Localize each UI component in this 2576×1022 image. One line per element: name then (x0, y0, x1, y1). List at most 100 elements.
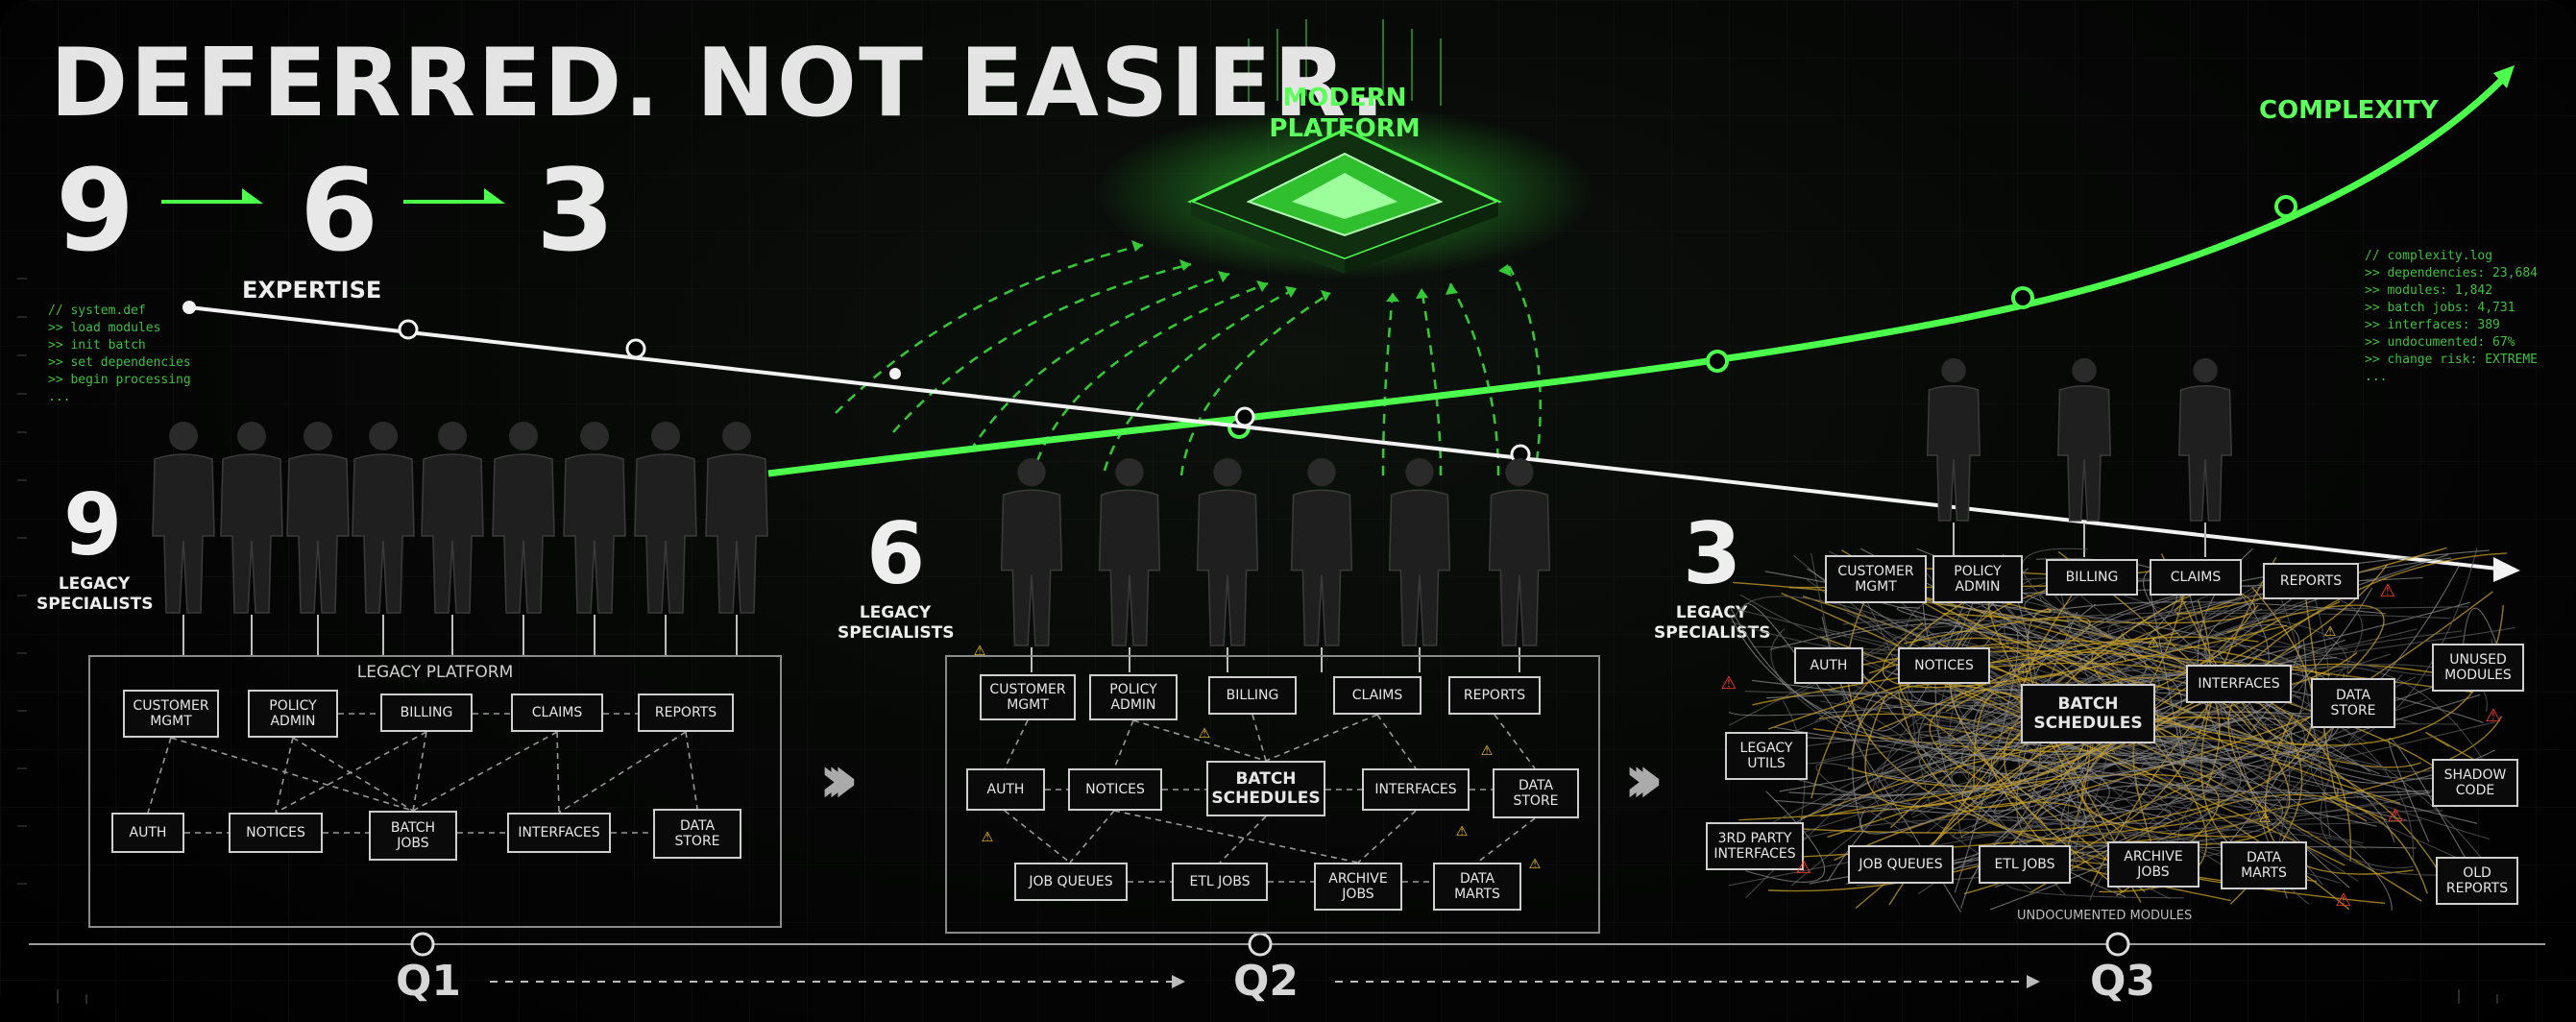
q3-module-policy-admin: POLICY ADMIN (1932, 555, 2023, 603)
dependency-line (147, 737, 172, 814)
tangled-dependency-line (1729, 614, 2351, 765)
dependency-line (1357, 810, 1417, 864)
dependency-line (275, 737, 294, 814)
q3-module-legacy-utils: LEGACY UTILS (1725, 732, 1808, 780)
q2-module-etl-jobs: ETL JOBS (1172, 863, 1268, 901)
log-line: // system.def (48, 304, 146, 318)
tangled-dependency-line (2089, 698, 2427, 901)
person-silhouette (1196, 457, 1259, 646)
log-line: >> undocumented: 67% (2365, 335, 2515, 350)
q1-legacy-platform: LEGACY PLATFORM (88, 655, 782, 928)
expertise-label: EXPERTISE (242, 277, 382, 304)
tangled-dependency-line (1968, 606, 2469, 645)
person-silhouette (1927, 357, 1981, 522)
sequence-num-3: 3 (536, 144, 616, 277)
tangled-dependency-line (1745, 791, 1826, 883)
q2-module-interfaces: INTERFACES (1362, 768, 1470, 811)
q2-module-billing: BILLING (1208, 676, 1297, 715)
dependency-line (412, 731, 427, 812)
person-silhouette (152, 422, 215, 614)
q1-module-data-store: DATA STORE (653, 809, 741, 859)
log-line: ... (2365, 370, 2388, 384)
q2-module-job-queues: JOB QUEUES (1014, 863, 1128, 901)
dependency-line (292, 737, 414, 812)
dependency-line (558, 731, 687, 814)
q1-module-claims: CLAIMS (511, 694, 603, 732)
dependency-line (275, 731, 427, 814)
dependency-line (1265, 714, 1378, 762)
dependency-line (1069, 810, 1115, 864)
person-silhouette (1290, 457, 1353, 646)
warning-icon: ⚠ (982, 823, 994, 846)
q3-module-etl-jobs: ETL JOBS (1979, 845, 2071, 884)
log-line: >> begin processing (48, 373, 191, 387)
q1-module-policy-admin: POLICY ADMIN (248, 690, 338, 738)
complexity-label: COMPLEXITY (2259, 96, 2439, 125)
q2-module-data-store: DATA STORE (1493, 768, 1579, 818)
dependency-line (1132, 719, 1267, 762)
quarter-label-q2: Q2 (1233, 957, 1300, 1006)
tangled-dependency-line (1786, 586, 2315, 834)
tangled-dependency-line (1988, 761, 2223, 804)
tangled-dependency-line (1877, 616, 2091, 731)
complexity-log: // complexity.log>> dependencies: 23,684… (2365, 248, 2538, 386)
tangled-dependency-line (1838, 655, 2253, 809)
dependency-line (1219, 815, 1267, 864)
team-count-q1: 9 (63, 475, 123, 574)
complexity-curve (767, 72, 2510, 477)
tangled-dependency-line (2320, 673, 2476, 876)
dependency-line (1494, 714, 1536, 769)
team-count-q2: 6 (866, 504, 926, 603)
q3-module-auth: AUTH (1794, 647, 1863, 684)
person-silhouette (1098, 457, 1161, 646)
warning-icon: ⚠ (1481, 737, 1494, 760)
q3-module-job-queues: JOB QUEUES (1848, 845, 1954, 884)
warning-icon: ⚠ (2148, 629, 2160, 652)
log-line: >> load modules (48, 321, 161, 335)
person-silhouette (2178, 357, 2232, 522)
tangled-dependency-line (1899, 650, 2473, 714)
modern-platform-label: MODERN PLATFORM (1269, 84, 1421, 143)
warning-icon: ⚠ (1529, 850, 1542, 873)
dependency-line (556, 731, 560, 814)
q3-module-archive-jobs: ARCHIVE JOBS (2107, 841, 2199, 888)
q2-module-customer-mgmt: CUSTOMER MGMT (980, 674, 1076, 720)
q1-module-interfaces: INTERFACES (507, 813, 611, 853)
tangled-dependency-line (2160, 553, 2349, 745)
warning-icon: ⚠ (1199, 719, 1211, 742)
q1-module-reports: REPORTS (638, 694, 734, 732)
sequence-num-1: 9 (56, 144, 135, 277)
q3-module-old-reports: OLD REPORTS (2436, 857, 2518, 905)
tangled-dependency-line (1956, 586, 2414, 861)
warning-icon: ⚠ (2017, 654, 2029, 677)
person-silhouette (421, 422, 484, 614)
log-line: >> batch jobs: 4,731 (2365, 301, 2515, 315)
tangled-dependency-line (2189, 595, 2288, 899)
tangled-dependency-line (1989, 752, 2242, 911)
person-silhouette (1488, 457, 1551, 646)
q1-module-auth: AUTH (111, 813, 184, 853)
expertise-line (188, 305, 2498, 571)
warning-icon: ⚠ (2324, 618, 2337, 641)
warning-icon: ⚠ (2388, 799, 2403, 828)
person-silhouette (634, 422, 697, 614)
team-caption-q2: LEGACY SPECIALISTS (838, 603, 955, 643)
tangled-dependency-line (1739, 594, 2254, 806)
tangled-dependency-line (1961, 688, 2356, 809)
tangled-dependency-line (1893, 636, 2137, 682)
q2-module-notices: NOTICES (1068, 768, 1162, 811)
tangled-dependency-line (1827, 758, 2128, 883)
tangled-dependency-line (2099, 696, 2208, 893)
person-silhouette (705, 422, 768, 614)
log-line: >> dependencies: 23,684 (2365, 266, 2539, 280)
system-log: // system.def>> load modules>> init batc… (48, 303, 191, 406)
tangled-dependency-line (2107, 612, 2450, 666)
tangled-dependency-line (2135, 674, 2422, 825)
person-silhouette (2057, 357, 2111, 522)
tangled-dependency-line (1932, 553, 2042, 864)
tangled-dependency-line (1849, 654, 2126, 898)
person-silhouette (492, 422, 555, 614)
q1-module-notices: NOTICES (229, 813, 323, 853)
q2-module-data-marts: DATA MARTS (1433, 863, 1521, 911)
